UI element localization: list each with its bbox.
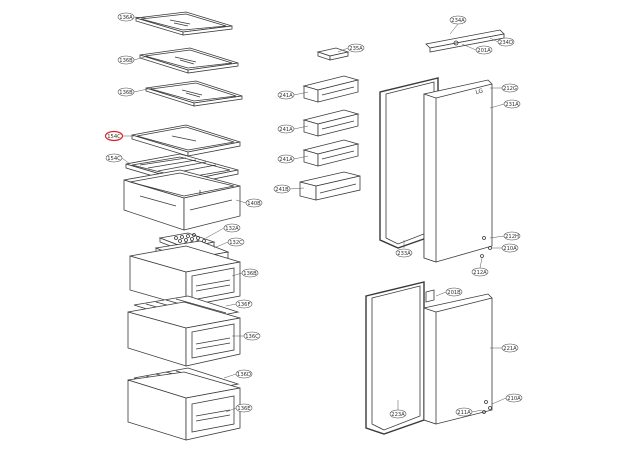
svg-text:241A: 241A [279, 93, 293, 99]
svg-text:234D: 234D [499, 40, 513, 46]
svg-text:212H: 212H [505, 234, 519, 240]
callout-234a: 234A [449, 15, 467, 25]
svg-text:221A: 221A [503, 346, 517, 352]
freezer-drawer-1 [129, 245, 241, 307]
callout-140b: 140B [245, 198, 263, 208]
door-bin-2 [302, 109, 360, 137]
svg-text:241B: 241B [275, 187, 289, 193]
lower-door-gasket [365, 281, 425, 435]
callout-211a: 211A [455, 407, 473, 417]
door-bin-3 [302, 139, 360, 167]
svg-text:241A: 241A [279, 157, 293, 163]
svg-text:210A: 210A [503, 246, 517, 252]
svg-text:136F: 136F [238, 302, 251, 308]
callout-132a: 132A [223, 223, 241, 233]
svg-text:212A: 212A [473, 270, 487, 276]
svg-text:136A: 136A [119, 15, 133, 21]
svg-text:210A: 210A [507, 396, 521, 402]
glass-shelf-3 [145, 80, 243, 107]
svg-text:231A: 231A [505, 102, 519, 108]
svg-text:136B: 136B [119, 90, 133, 96]
svg-text:154C: 154C [107, 134, 121, 140]
freezer-drawer-2 [127, 301, 241, 367]
callout-136b: 136B [117, 55, 135, 65]
callout-132c: 132C [227, 237, 245, 247]
lower-door [423, 293, 493, 425]
callout-210a: 210A [501, 243, 519, 253]
callout-136b: 136B [241, 268, 259, 278]
callout-234d: 234D [497, 37, 515, 47]
svg-text:211A: 211A [457, 410, 471, 416]
brand-logo-text: LG [475, 88, 484, 96]
callout-241a: 241A [277, 90, 295, 100]
upper-door: LG [423, 79, 493, 263]
callout-136a: 136A [117, 12, 135, 22]
callout-201a: 201A [475, 45, 493, 55]
svg-text:201A: 201A [477, 48, 491, 54]
callout-241b: 241B [273, 184, 291, 194]
callout-136e: 136E [235, 403, 253, 413]
svg-text:136E: 136E [237, 406, 250, 412]
callout-235a: 235A [347, 43, 365, 53]
glass-shelf-4-highlighted [131, 124, 241, 157]
callout-labels: 136A 136B 136B 154C 154C 140B 132A 132C … [104, 12, 523, 419]
callout-154c: 154C [105, 153, 123, 163]
callout-154c-highlighted: 154C [104, 130, 124, 142]
callout-136b: 136B [117, 87, 135, 97]
callout-223a: 223A [389, 409, 407, 419]
svg-text:234A: 234A [451, 18, 465, 24]
callout-241a: 241A [277, 154, 295, 164]
svg-text:140B: 140B [247, 201, 261, 207]
door-bin-accessory [316, 47, 350, 61]
svg-text:136B: 136B [119, 58, 133, 64]
svg-text:233A: 233A [397, 251, 411, 257]
callout-212h: 212H [503, 231, 521, 241]
callout-221a: 221A [501, 343, 519, 353]
callout-212a: 212A [471, 267, 489, 277]
hinge-parts [425, 236, 492, 414]
callout-136c: 136C [243, 331, 261, 341]
callout-201b: 201B [445, 287, 463, 297]
callout-136f: 136F [235, 299, 253, 309]
svg-text:241A: 241A [279, 127, 293, 133]
hinge-cover [425, 29, 505, 53]
svg-text:132C: 132C [229, 240, 243, 246]
glass-shelf-2 [139, 47, 239, 74]
svg-text:136C: 136C [245, 334, 259, 340]
callout-136d: 136D [235, 369, 253, 379]
callout-212g: 212G [501, 83, 519, 93]
callout-241a: 241A [277, 124, 295, 134]
svg-text:201B: 201B [447, 290, 461, 296]
upper-door-gasket [379, 77, 439, 249]
glass-shelf-1 [135, 11, 233, 36]
svg-text:223A: 223A [391, 412, 405, 418]
callout-233a: 233A [395, 248, 413, 258]
svg-text:235A: 235A [349, 46, 363, 52]
svg-text:136B: 136B [243, 271, 257, 277]
freezer-drawer-3 [127, 371, 241, 441]
svg-text:136D: 136D [237, 372, 251, 378]
door-bin-1 [302, 75, 360, 103]
leader-lines [121, 16, 507, 413]
svg-text:132A: 132A [225, 226, 239, 232]
callout-231a: 231A [503, 99, 521, 109]
crisper-tray [123, 169, 241, 231]
door-bin-4 [299, 171, 361, 201]
callout-210a: 210A [505, 393, 523, 403]
svg-text:212G: 212G [503, 86, 517, 92]
svg-text:154C: 154C [107, 156, 121, 162]
